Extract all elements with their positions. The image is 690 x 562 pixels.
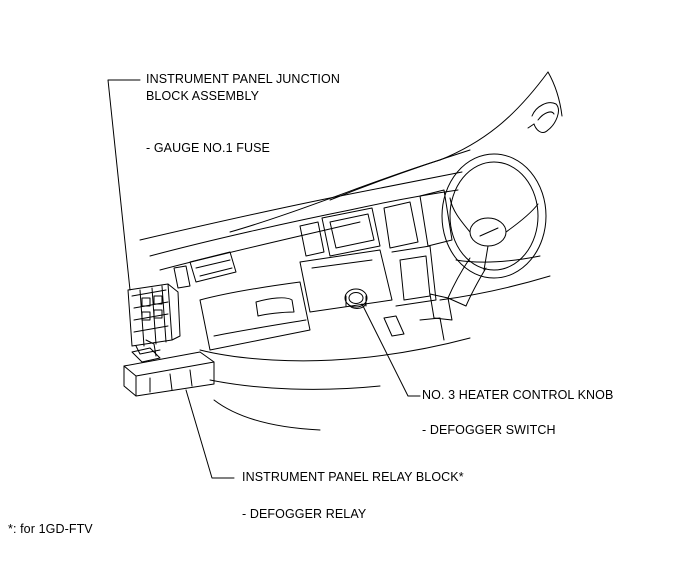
lower-dash xyxy=(199,337,471,362)
windshield-inner xyxy=(329,149,471,201)
steering-column xyxy=(447,257,487,307)
center-panel xyxy=(321,207,381,257)
center-console xyxy=(299,249,393,313)
footnote: *: for 1GD-FTV xyxy=(8,522,93,536)
a-pillar xyxy=(547,71,563,117)
dash-top xyxy=(139,171,463,241)
defogger-switch-label: - DEFOGGER SWITCH xyxy=(422,423,556,437)
junction-block-drawing xyxy=(127,283,181,355)
glovebox xyxy=(199,281,311,351)
steering-wheel xyxy=(441,153,547,279)
windshield-outline xyxy=(229,71,549,233)
gauge-fuse-label: - GAUGE NO.1 FUSE xyxy=(146,141,270,155)
leader-relay xyxy=(185,389,235,479)
ip-junction-block-label-line1: INSTRUMENT PANEL JUNCTION xyxy=(146,72,340,86)
grab-handle xyxy=(531,102,559,133)
ip-relay-block-label: INSTRUMENT PANEL RELAY BLOCK* xyxy=(242,470,464,484)
heater-knob-label: NO. 3 HEATER CONTROL KNOB xyxy=(422,388,614,402)
heater-knob-drawing xyxy=(344,288,368,308)
left-vent xyxy=(189,251,237,283)
ip-junction-block-label-line2: BLOCK ASSEMBLY xyxy=(146,89,260,103)
leader-junction xyxy=(107,79,141,291)
defogger-relay-label: - DEFOGGER RELAY xyxy=(242,507,367,521)
leader-knob xyxy=(361,303,421,397)
relay-block-drawing xyxy=(123,339,215,397)
